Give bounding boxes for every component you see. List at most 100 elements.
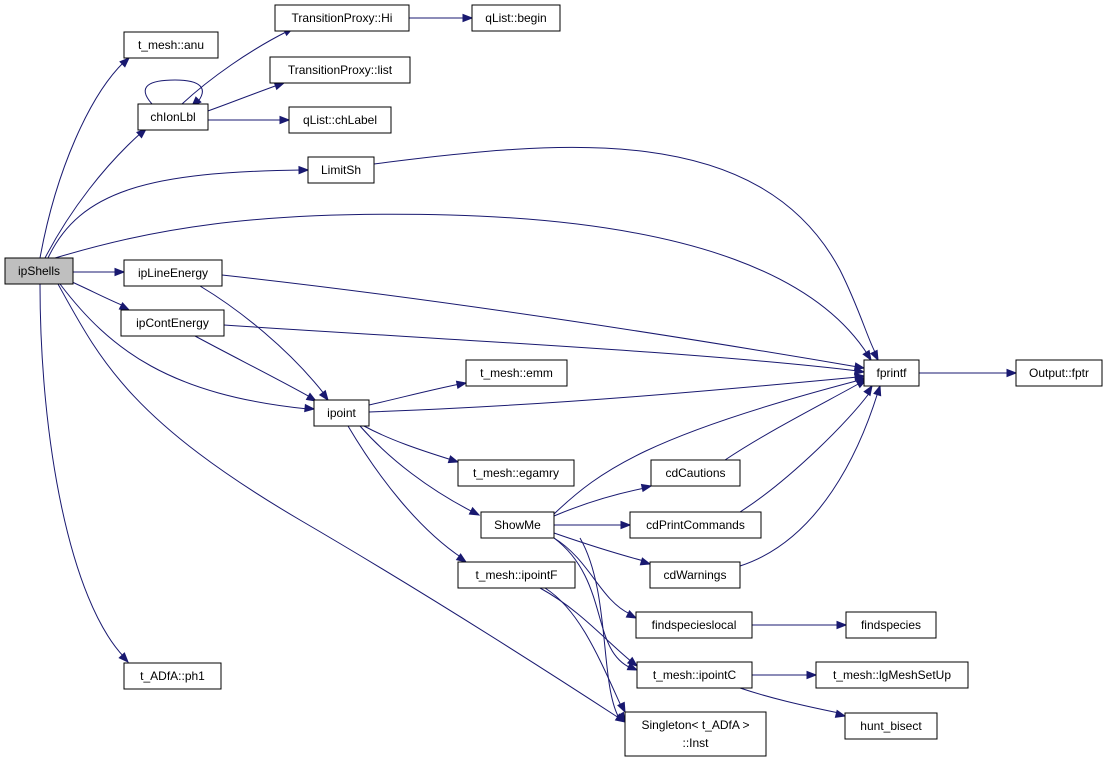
edge-ShowMe-to-cdCautions [553, 483, 653, 517]
edge-ipShells-to-LimitSh [47, 165, 310, 259]
node-transitionproxy-list[interactable]: TransitionProxy::list [269, 56, 411, 84]
edge-ShowMe-to-cdWarnings [553, 532, 652, 566]
node-cdwarnings[interactable]: cdWarnings [649, 561, 741, 589]
node-box [1015, 359, 1103, 387]
edge-cdWarnings-to-fprintf [739, 384, 882, 567]
edge-cdPrintCommands-to-fprintf [739, 384, 873, 513]
node-label: t_mesh::lgMeshSetUp [833, 668, 951, 682]
edge-chIonLbl-to-TransitionProxy_list [204, 82, 286, 113]
node-findspecieslocal[interactable]: findspecieslocal [635, 611, 753, 639]
arrowhead [626, 656, 639, 667]
node-label: t_ADfA::ph1 [140, 669, 205, 683]
node-box [307, 156, 375, 184]
arrowhead [639, 557, 652, 566]
arrowhead [626, 662, 639, 671]
edge-ipoint-to-t_mesh_ipointF [347, 425, 468, 563]
node-label: cdCautions [665, 466, 725, 480]
arrowhead [298, 165, 310, 175]
node-chionlbl[interactable]: chIonLbl [137, 103, 209, 131]
node-ipcontenergy[interactable]: ipContEnergy [120, 309, 225, 337]
edge-cdCautions-to-fprintf [724, 379, 868, 461]
edge-t_mesh_ipointC-to-hunt_bisect [739, 687, 847, 718]
node-box [465, 359, 568, 387]
node-label-line2: ::Inst [682, 736, 709, 750]
node-t-mesh-lgmeshsetup[interactable]: t_mesh::lgMeshSetUp [815, 661, 969, 689]
node-cdcautions[interactable]: cdCautions [650, 459, 741, 487]
node-t-adfa-ph1[interactable]: t_ADfA::ph1 [123, 662, 222, 690]
arrowhead [305, 392, 318, 402]
node-box [123, 259, 223, 287]
node-label: ipoint [327, 406, 356, 420]
arrowhead [119, 57, 131, 68]
node-t-mesh-anu[interactable]: t_mesh::anu [123, 31, 219, 59]
node-t-mesh-ipointf[interactable]: t_mesh::ipointF [457, 561, 576, 589]
node-findspecies[interactable]: findspecies [845, 611, 937, 639]
node-label: TransitionProxy::Hi [292, 11, 393, 25]
arrowhead [854, 366, 866, 376]
edge-ipShells-to-chIonLbl [44, 128, 148, 259]
node-box [313, 399, 370, 427]
arrowhead [836, 620, 848, 630]
arrowhead [462, 13, 474, 23]
arrowhead [620, 520, 632, 530]
edge-ipContEnergy-to-ipoint [194, 335, 318, 402]
node-cdprintcommands[interactable]: cdPrintCommands [629, 511, 762, 539]
arrowhead [455, 553, 468, 563]
node-box [649, 561, 741, 589]
node-box [137, 103, 209, 131]
node-label: t_mesh::egamry [473, 466, 559, 480]
node-box [457, 459, 575, 487]
node-ipoint[interactable]: ipoint [313, 399, 370, 427]
node-label: Output::fptr [1029, 366, 1089, 380]
node-fprintf[interactable]: fprintf [863, 359, 920, 387]
arrowhead [616, 711, 626, 724]
edge-LimitSh-to-fprintf [373, 146, 879, 362]
arrowhead [806, 670, 818, 680]
node-t-mesh-egamry[interactable]: t_mesh::egamry [457, 459, 575, 487]
node-box [635, 611, 753, 639]
node-box [650, 459, 741, 487]
node-box [123, 662, 222, 690]
node-transitionproxy-hi[interactable]: TransitionProxy::Hi [274, 4, 410, 32]
node-label: chIonLbl [150, 110, 195, 124]
edge-ShowMe-to-cdPrintCommands [554, 520, 632, 530]
node-box [480, 511, 555, 539]
node-limitsh[interactable]: LimitSh [307, 156, 375, 184]
node-box [624, 711, 767, 757]
arrowhead [304, 403, 316, 413]
node-qlist-begin[interactable]: qList::begin [471, 4, 561, 32]
edge-chIonLbl-to-qList_chLabel [208, 115, 291, 125]
edge-ShowMe-to-Singleton_Inst [579, 537, 626, 724]
arrowhead [118, 301, 131, 311]
node-label: ipShells [18, 264, 60, 278]
node-hunt-bisect[interactable]: hunt_bisect [844, 712, 938, 740]
edge-TransitionProxy_Hi-to-qList_begin [409, 13, 474, 23]
edge-ipShells-to-Singleton_Inst [57, 283, 627, 723]
node-label: ipContEnergy [136, 316, 209, 330]
arrowhead [834, 709, 847, 718]
node-iplineenergy[interactable]: ipLineEnergy [123, 259, 223, 287]
node-t-mesh-emm[interactable]: t_mesh::emm [465, 359, 568, 387]
node-t-mesh-ipointc[interactable]: t_mesh::ipointC [636, 661, 753, 689]
node-qlist-chlabel[interactable]: qList::chLabel [288, 106, 392, 134]
edge-ipoint-to-t_mesh_emm [368, 380, 468, 406]
node-box [123, 31, 219, 59]
edge-ipShells-to-ipContEnergy [71, 281, 131, 311]
node-showme[interactable]: ShowMe [480, 511, 555, 539]
node-singleton-inst[interactable]: Singleton< t_ADfA >::Inst [624, 711, 767, 757]
edge-ipoint-to-fprintf [368, 372, 866, 413]
arrowhead [273, 82, 286, 91]
node-box [4, 257, 74, 285]
node-label: qList::chLabel [303, 113, 377, 127]
node-label: ShowMe [494, 518, 541, 532]
node-box [845, 611, 937, 639]
node-output-fptr[interactable]: Output::fptr [1015, 359, 1103, 387]
edge-fprintf-to-Output_fptr [919, 368, 1018, 378]
node-label: Singleton< t_ADfA > [641, 718, 749, 732]
node-ipshells[interactable]: ipShells [4, 257, 74, 285]
node-box [636, 661, 753, 689]
edge-t_mesh_ipointF-to-Singleton_Inst [544, 587, 626, 714]
edge-ipLineEnergy-to-ipoint [199, 285, 329, 402]
arrowhead [640, 483, 653, 493]
